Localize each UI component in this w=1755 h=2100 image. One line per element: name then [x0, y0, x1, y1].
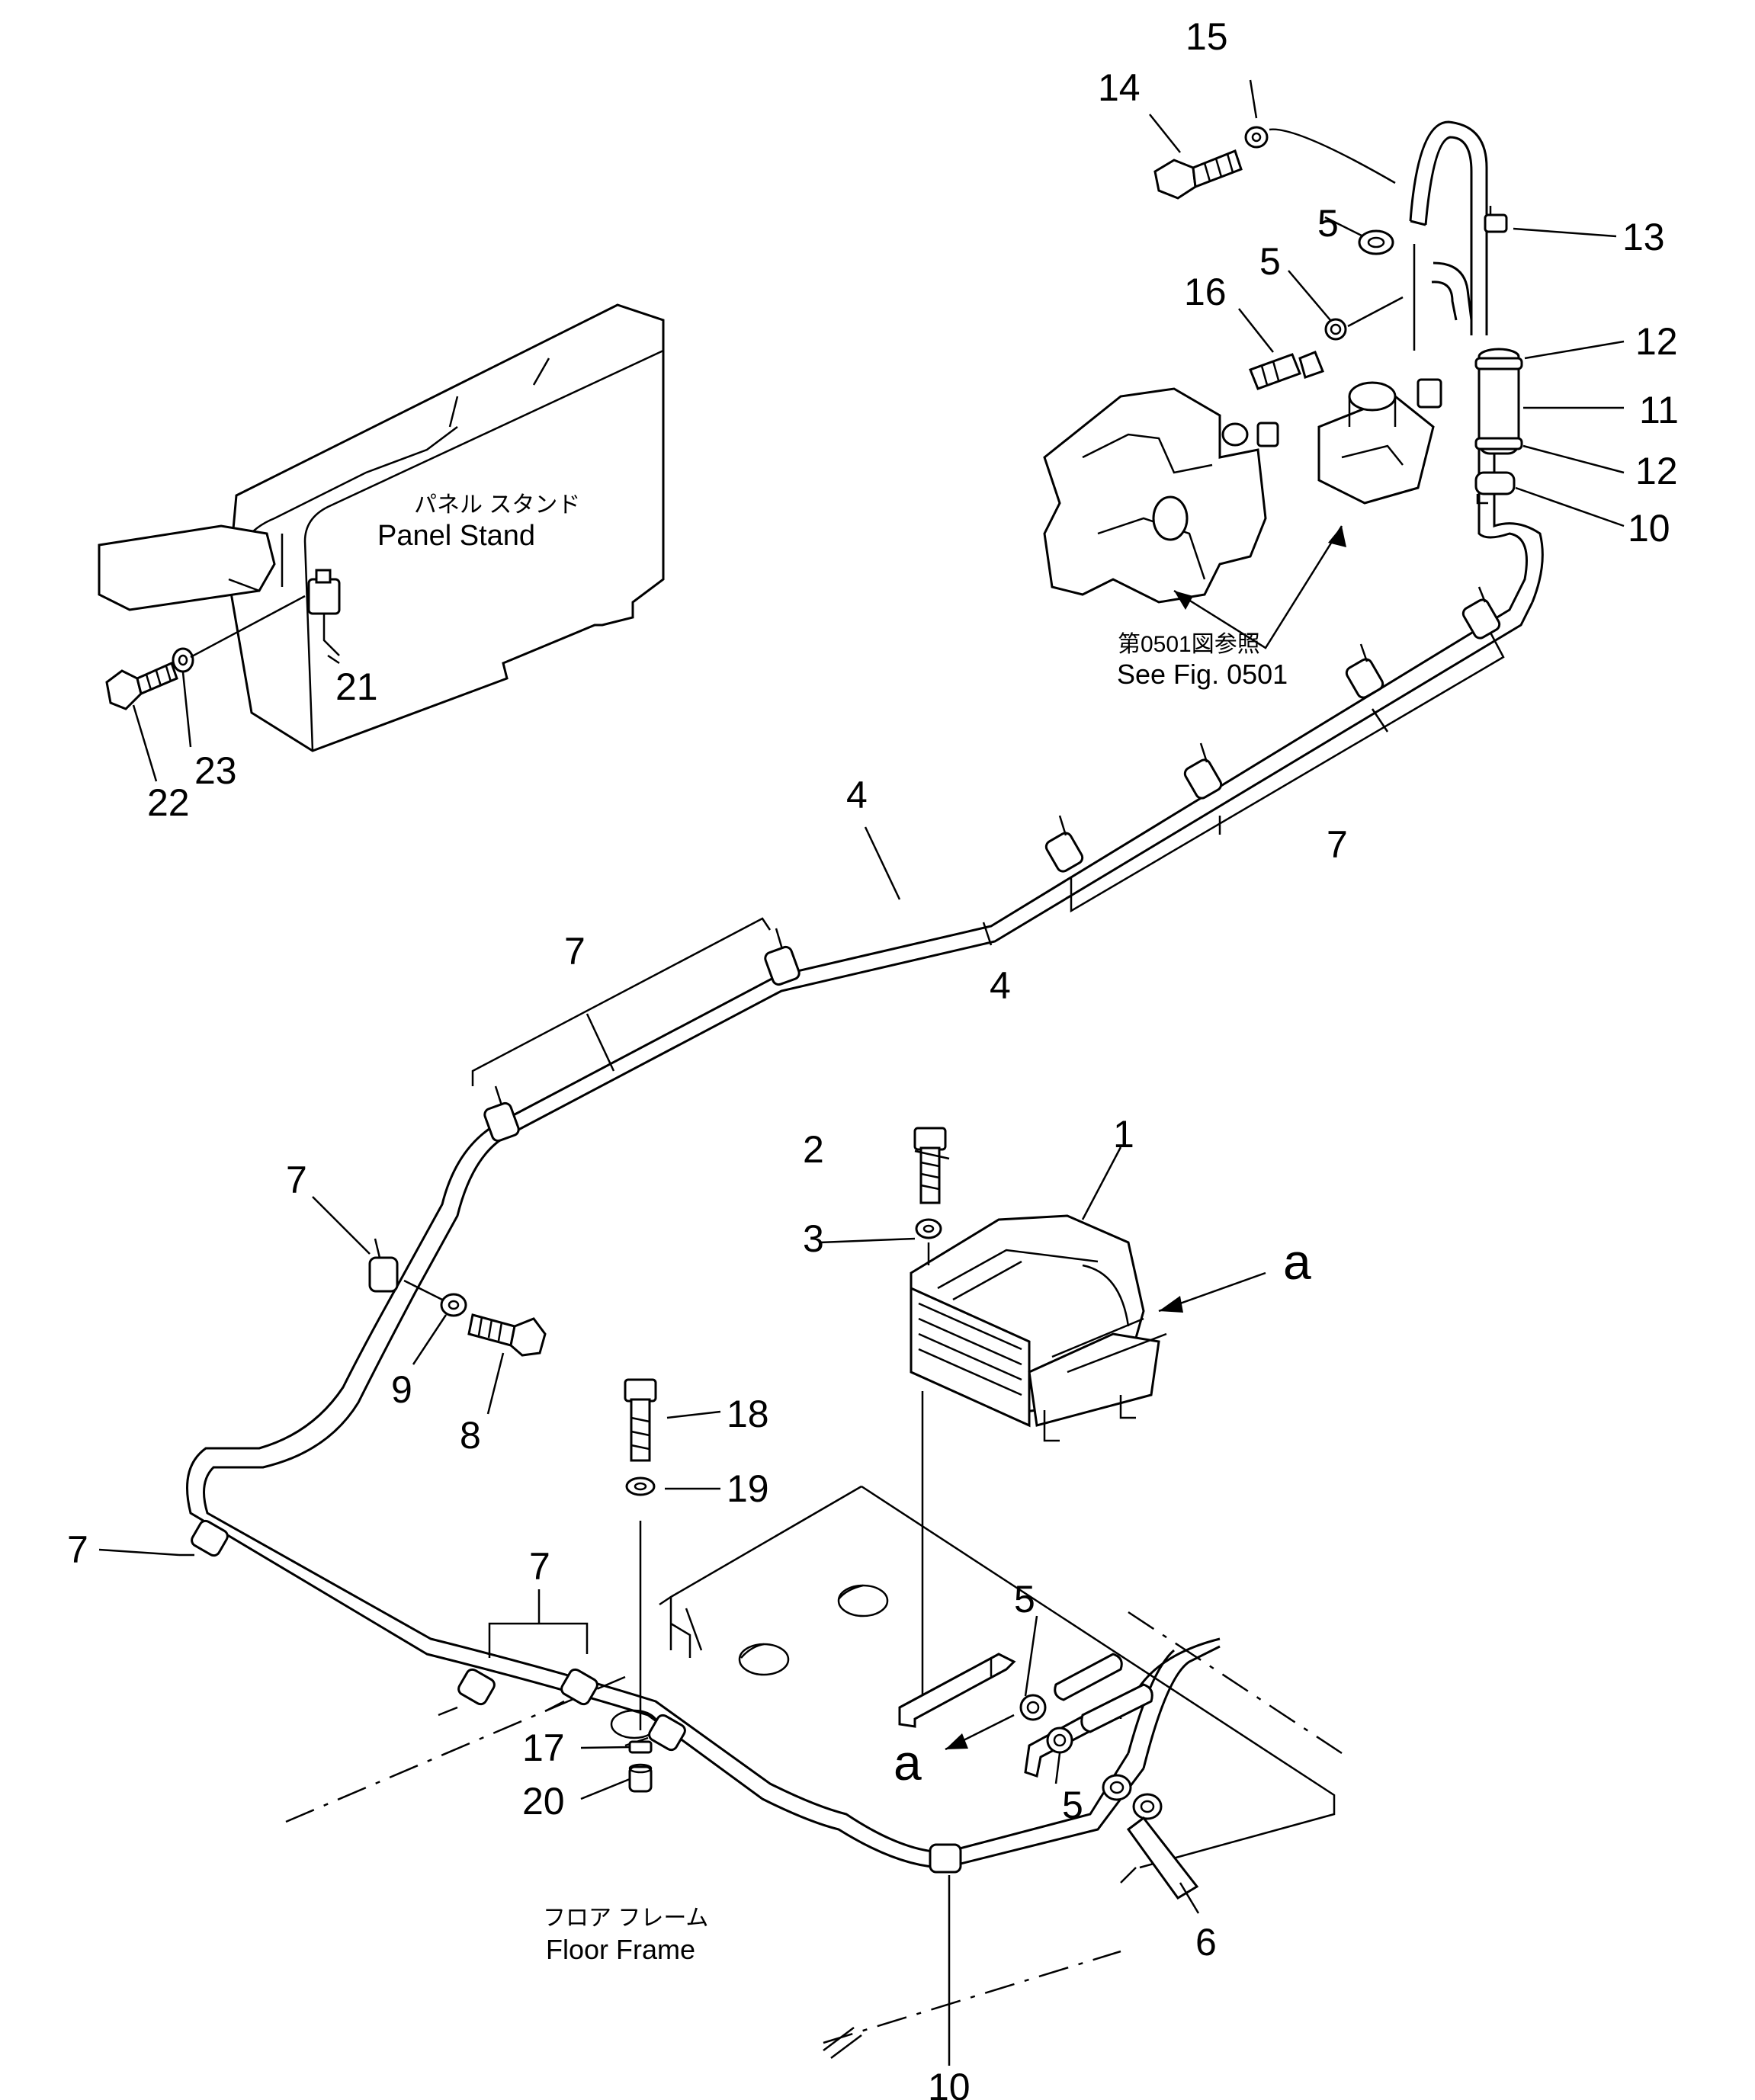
- part-11-filter: [1474, 348, 1523, 455]
- panel-stand: [98, 303, 665, 752]
- callout-6: 6: [1195, 1921, 1217, 1964]
- clamp-7-7: [368, 1256, 399, 1293]
- callout-3: 3: [803, 1217, 824, 1260]
- floor-frame-label-jp: フロア フレーム: [543, 1906, 708, 1931]
- callout-23: 23: [194, 749, 237, 792]
- view-a-label-top: a: [1283, 1233, 1311, 1290]
- callout-19: 19: [727, 1467, 769, 1510]
- hose-elbow-engine: [1431, 261, 1473, 321]
- clamp-7-9: [457, 1668, 496, 1706]
- callout-4-lower: 4: [990, 964, 1011, 1007]
- part-1-heater: [910, 1214, 1167, 1442]
- callout-13: 13: [1622, 216, 1665, 258]
- clamp-7-1: [1461, 598, 1501, 640]
- hose-end-heater: [1127, 1637, 1221, 1769]
- callout-22: 22: [147, 781, 190, 824]
- group-bracket-7-upper: [1070, 632, 1505, 913]
- floor-frame-label: Floor Frame: [546, 1934, 695, 1965]
- callout-8: 8: [460, 1414, 481, 1457]
- clamp-10-lower: [929, 1843, 962, 1874]
- callout-21: 21: [335, 665, 378, 708]
- callout-15: 15: [1186, 15, 1228, 58]
- callout-2: 2: [803, 1128, 824, 1171]
- short-hoses: [1054, 1653, 1153, 1733]
- callout-9: 9: [391, 1368, 412, 1411]
- callout-7-lower: 7: [529, 1545, 550, 1588]
- part-19-washer: [625, 1476, 656, 1496]
- upper-hose: [1409, 120, 1544, 603]
- part-16-sensor: [1249, 351, 1324, 390]
- callout-10-upper: 10: [1628, 507, 1670, 550]
- see-fig-label: See Fig. 0501: [1117, 659, 1288, 690]
- part-8-bolt: [467, 1313, 547, 1357]
- part-13-clip: [1484, 206, 1508, 233]
- part-18-bolt: [624, 1378, 657, 1462]
- main-hose: [186, 594, 1534, 1869]
- callout-12-upper: 12: [1635, 320, 1678, 363]
- clamp-7-6: [483, 1101, 520, 1143]
- callout-5-upper: 5: [1317, 202, 1339, 245]
- callout-4-upper: 4: [846, 774, 868, 816]
- callout-7-upper-left: 7: [564, 930, 586, 973]
- part-5-clamp-lower-b: [1046, 1726, 1073, 1754]
- part-6-fitting: [1102, 1774, 1199, 1900]
- group-bracket-7-mid: [471, 917, 772, 1086]
- clamp-7-10: [560, 1668, 598, 1706]
- part-5-clamp-upper: [1358, 229, 1394, 255]
- clamp-7-5: [764, 945, 800, 986]
- panel-stand-label: Panel Stand: [377, 520, 535, 552]
- panel-stand-label-jp: パネル スタンド: [414, 492, 580, 518]
- callout-7-left: 7: [67, 1528, 88, 1571]
- engine-component: [1043, 387, 1279, 604]
- part-5-clamp-lower-a: [1019, 1694, 1047, 1721]
- callout-11: 11: [1639, 389, 1679, 431]
- see-fig-label-jp: 第0501図参照: [1118, 632, 1260, 657]
- floor-frame: [285, 1485, 1343, 2059]
- callout-20: 20: [522, 1780, 565, 1823]
- callout-5-lower-b: 5: [1062, 1784, 1083, 1826]
- clamp-7-2: [1345, 658, 1384, 699]
- part-3-washer: [915, 1218, 942, 1239]
- leader-lines: [98, 79, 1625, 2066]
- part-9-washer: [440, 1293, 467, 1317]
- part-10-clamp-upper: [1474, 471, 1516, 505]
- part-2-bolt: [913, 1127, 947, 1204]
- callout-5-engine: 5: [1259, 240, 1281, 283]
- clamp-7-4: [1044, 832, 1084, 873]
- callout-1: 1: [1113, 1113, 1134, 1156]
- callout-14: 14: [1098, 66, 1141, 109]
- part-5-clamp-engine: [1324, 318, 1347, 341]
- thermostat-housing: [1317, 378, 1442, 505]
- part-15-washer: [1244, 126, 1269, 149]
- callout-5-lower-a: 5: [1014, 1578, 1035, 1621]
- callout-16: 16: [1184, 271, 1227, 313]
- group-bracket-7-lower: [488, 1622, 589, 1658]
- part-21-connector: [307, 569, 341, 656]
- part-14-bolt: [1153, 149, 1243, 200]
- part-17-plate: [628, 1740, 653, 1754]
- callout-18: 18: [727, 1393, 769, 1435]
- callout-17: 17: [522, 1726, 565, 1769]
- part-23-washer: [172, 647, 194, 673]
- callout-7-upper-right: 7: [1327, 823, 1348, 866]
- clamp-7-8: [191, 1519, 229, 1557]
- callout-12-lower: 12: [1635, 450, 1678, 492]
- callout-10-lower: 10: [928, 2066, 971, 2100]
- callout-7-mid: 7: [286, 1159, 307, 1201]
- clamp-7-11: [648, 1714, 686, 1752]
- part-22-bolt: [105, 661, 178, 710]
- clamp-7-3: [1183, 758, 1223, 800]
- part-20-nut: [628, 1763, 653, 1793]
- view-a-label-bottom: a: [894, 1734, 922, 1791]
